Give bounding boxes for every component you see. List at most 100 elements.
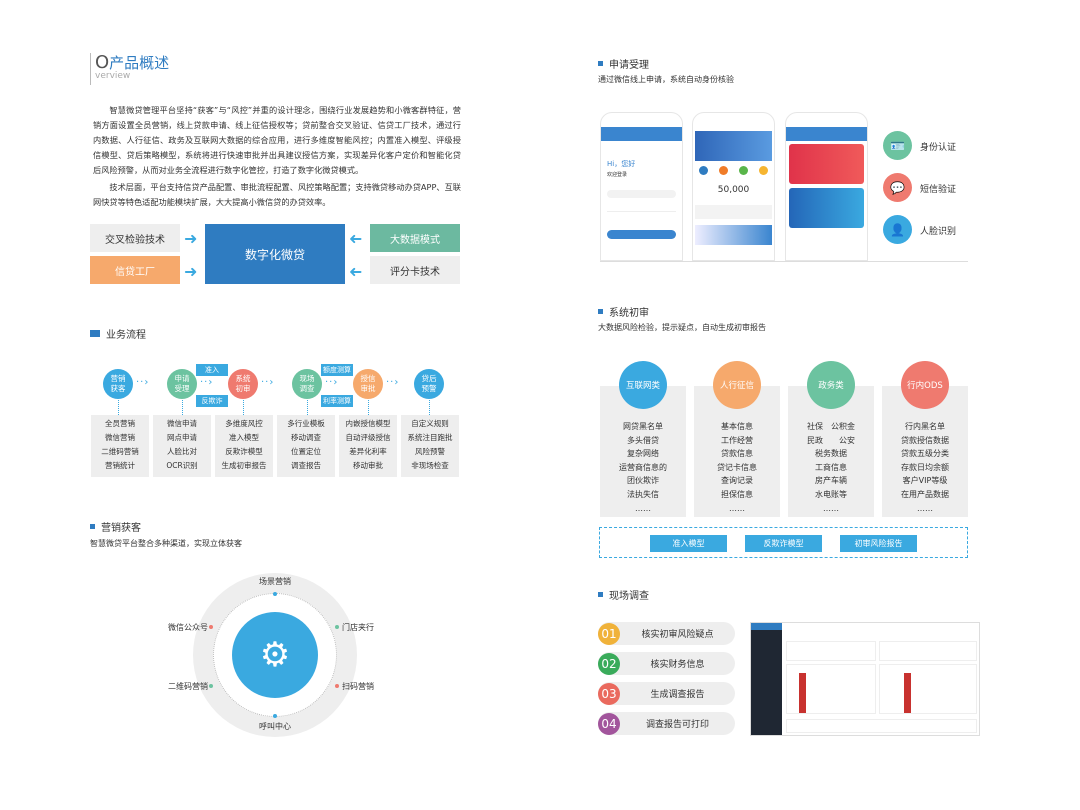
dotted-arrow-icon: ··› <box>325 377 339 388</box>
data-item: 贷款授信数据 <box>901 435 949 445</box>
data-category-card: 行内黑名单贷款授信数据贷款五级分类存款日均余额客户VIP等级在用产品数据…… <box>882 386 968 517</box>
phone-home: 50,000 <box>692 112 775 261</box>
feature-label: 短信验证 <box>920 185 957 195</box>
connector <box>118 400 119 415</box>
data-item: 存款日均余额 <box>901 462 949 472</box>
sms-icon: 💬 <box>883 173 912 202</box>
survey-header: 现场调查 <box>598 587 649 602</box>
data-item: 工商信息 <box>815 462 847 472</box>
code-input <box>607 204 676 212</box>
flow-item: 调查报告 <box>291 461 321 470</box>
admission-model-button[interactable]: 准入模型 <box>650 535 727 552</box>
flow-item: 人脸比对 <box>167 447 197 456</box>
channel-dot <box>273 714 277 718</box>
bullet-icon <box>598 309 603 314</box>
loan-card-red <box>789 144 864 184</box>
data-item: 担保信息 <box>721 489 753 499</box>
tech-credit-factory: 信贷工厂 <box>90 256 180 284</box>
data-item: 客户VIP等级 <box>902 476 948 486</box>
anti-fraud-model-button[interactable]: 反欺诈模型 <box>745 535 822 552</box>
flow-item: 微信申请 <box>167 419 197 428</box>
feature-label: 身份认证 <box>920 143 957 153</box>
tech-cross-check: 交叉检验技术 <box>90 224 180 252</box>
data-item: 法执失信 <box>627 489 659 499</box>
digital-microloan: 数字化微贷 <box>205 224 345 284</box>
flow-step-card: 多维度风控准入模型反欺诈模型生成初审报告 <box>215 415 273 477</box>
flow-item: OCR识别 <box>166 461 198 470</box>
flow-item: 微信营销 <box>105 433 135 442</box>
data-item: 团伙欺诈 <box>627 476 659 486</box>
data-item: 税务数据 <box>815 449 847 459</box>
section-title: 申请受理 <box>609 60 649 71</box>
channel-label: 扫码营销 <box>342 682 374 691</box>
flow-item: 位置定位 <box>291 447 321 456</box>
bullet-icon <box>598 61 603 66</box>
title-divider <box>90 53 91 85</box>
connector <box>429 400 430 415</box>
data-item: 贷款五级分类 <box>901 449 949 459</box>
data-item: 贷款信息 <box>721 449 753 459</box>
connector <box>182 400 183 415</box>
data-item: 网贷黑名单 <box>623 422 663 431</box>
channel-label: 微信公众号 <box>168 623 208 632</box>
data-item: 水电账等 <box>815 489 847 499</box>
flow-step: 现场 调查 <box>292 369 322 399</box>
gears-icon: ⚙ <box>232 612 318 698</box>
data-item: …… <box>917 503 933 513</box>
flow-item: 全员营销 <box>105 419 135 428</box>
flow-step: 贷后 预警 <box>414 369 444 399</box>
data-item: 房产车辆 <box>815 476 847 486</box>
id-card-icon: 🪪 <box>883 131 912 160</box>
category-badge: 互联网类 <box>619 361 667 409</box>
step-number: 03 <box>598 682 620 705</box>
flow-item: 非现场检查 <box>411 461 449 470</box>
flow-item: 自动评级授信 <box>345 433 391 442</box>
screenshot-sidebar <box>751 623 782 735</box>
data-item: 贷记卡信息 <box>717 462 757 472</box>
paragraph: 技术层面，平台支持信贷产品配置、审批流程配置、风控策略配置；支持微贷移动办贷AP… <box>93 182 461 207</box>
dotted-arrow-icon: ··› <box>200 377 214 388</box>
flow-item: 移动审批 <box>353 461 383 470</box>
risk-report-button[interactable]: 初审风险报告 <box>840 535 917 552</box>
flow-item: 反欺诈模型 <box>225 447 263 456</box>
curved-arrow-icon: ➜ <box>349 229 363 248</box>
data-item: 工作经营 <box>721 435 753 445</box>
data-item: 行内黑名单 <box>905 422 945 431</box>
flow-item: 系统注目跑批 <box>407 433 453 442</box>
login-greeting: Hi，您好 <box>607 160 636 168</box>
marketing-subtitle: 智慧微贷平台整合多种渠道，实现立体获客 <box>90 539 242 548</box>
review-subtitle: 大数据风险检验，提示疑点，自动生成初审报告 <box>598 323 766 332</box>
flow-step: 营销 获客 <box>103 369 133 399</box>
category-badge: 人行征信 <box>713 361 761 409</box>
channel-dot <box>335 625 339 629</box>
step-number: 04 <box>598 712 620 735</box>
flow-item: 移动调查 <box>291 433 321 442</box>
data-item: 基本信息 <box>721 422 753 431</box>
marketing-header: 营销获客 <box>90 519 141 534</box>
step-label: 核实财务信息 <box>650 660 705 670</box>
overview-text: 智慧微贷管理平台坚持“获客”与“风控”并重的设计理念，围绕行业发展趋势和小微客群… <box>93 103 461 210</box>
flow-item: 多行业模板 <box>287 419 325 428</box>
channel-dot <box>209 684 213 688</box>
tech-scorecard: 评分卡技术 <box>370 256 460 284</box>
page-title: O产品概述 <box>95 52 170 73</box>
feature-label: 人脸识别 <box>920 227 957 237</box>
apply-header: 申请受理 <box>598 56 649 71</box>
dotted-arrow-icon: ··› <box>261 377 275 388</box>
step-number: 02 <box>598 652 620 675</box>
flow-step-card: 内嵌授信模型自动评级授信差异化利率移动审批 <box>339 415 397 477</box>
flow-step-card: 全员营销微信营销二维码营销营销统计 <box>91 415 149 477</box>
phone-cards <box>785 112 868 261</box>
category-badge: 政务类 <box>807 361 855 409</box>
bullet-icon <box>90 330 100 337</box>
loan-amount: 50,000 <box>717 185 750 195</box>
model-box <box>599 527 968 558</box>
data-item: 运营商信息的 <box>619 462 667 472</box>
face-icon: 👤 <box>883 215 912 244</box>
bullet-icon <box>598 592 603 597</box>
phone-navbar <box>601 127 682 141</box>
login-button <box>607 230 676 239</box>
flow-step: 申请 受理 <box>167 369 197 399</box>
flow-step: 系统 初审 <box>228 369 258 399</box>
